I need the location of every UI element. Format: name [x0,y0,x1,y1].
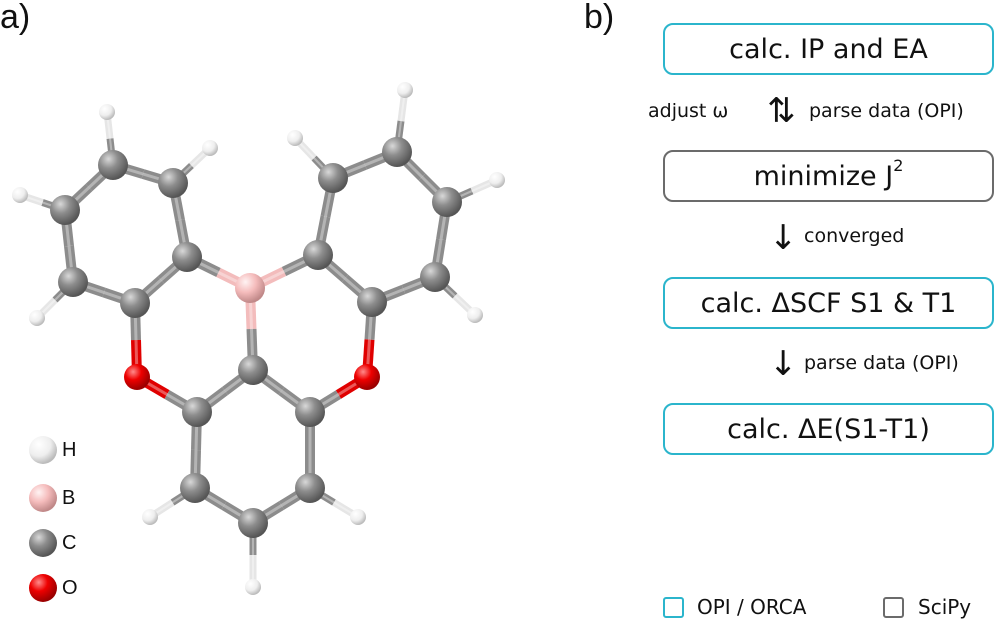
atom-c [238,508,268,538]
atom-c [238,355,268,385]
adjust-omega-label: adjust ω [648,100,729,122]
atom-o [124,364,150,390]
bidirectional-arrow-icon: ⇅ [767,91,796,131]
atom-c [382,137,412,167]
down-arrow-icon: ↓ [769,218,798,258]
atom-h [245,579,261,595]
atom-h [99,104,115,120]
step-label: calc. ΔE(S1-T1) [727,413,930,445]
atom-h [467,307,483,323]
atom-h [12,187,28,203]
atom-h [202,140,218,156]
step-calc-ip-ea: calc. IP and EA [663,23,994,75]
down-arrow-icon: ↓ [769,344,798,384]
parse-data-label-2: parse data (OPI) [804,352,959,374]
atom-h [397,82,413,98]
panel-label-a: a) [0,0,31,36]
legend-atom-b-icon [29,484,57,512]
atom-c [357,287,387,317]
legend-label-o: O [62,577,78,599]
legend-label-b: B [62,487,76,509]
atom-c [120,288,150,318]
panel-label-b: b) [584,0,615,36]
atom-h [142,509,158,525]
legend-scipy-swatch [883,597,904,618]
converged-label: converged [804,225,905,247]
atom-h [287,130,303,146]
atom-h [350,509,366,525]
step-calc-dscf: calc. ΔSCF S1 & T1 [663,277,994,329]
step-label: calc. ΔSCF S1 & T1 [700,287,957,319]
molecule-structure [12,82,505,602]
step-calc-de: calc. ΔE(S1-T1) [663,403,994,455]
step-label: minimize J2 [753,156,904,192]
atom-c [432,187,462,217]
legend-opi-label: OPI / ORCA [697,595,807,619]
step-minimize-j2: minimize J2 [663,150,994,202]
atom-c [182,397,212,427]
atom-c [158,168,188,198]
legend-opi-swatch [663,597,684,618]
atom-c [58,267,88,297]
atom-c [303,240,333,270]
atom-c [295,397,325,427]
legend-atom-h-icon [29,436,57,464]
atom-b [235,273,265,303]
legend-label-c: C [62,532,77,554]
atom-c [295,473,325,503]
atom-c [420,262,450,292]
atom-h [29,310,45,326]
legend-scipy-label: SciPy [918,595,972,619]
legend-atom-c-icon [29,529,57,557]
parse-data-label-1: parse data (OPI) [809,100,964,122]
atom-o [354,364,380,390]
legend-label-h: H [62,439,77,461]
atom-c [172,242,202,272]
atom-h [489,172,505,188]
step-label: calc. IP and EA [729,33,928,65]
legend-atom-o-icon [29,574,57,602]
atom-c [50,195,80,225]
atom-c [98,150,128,180]
atom-c [180,473,210,503]
atom-c [318,163,348,193]
